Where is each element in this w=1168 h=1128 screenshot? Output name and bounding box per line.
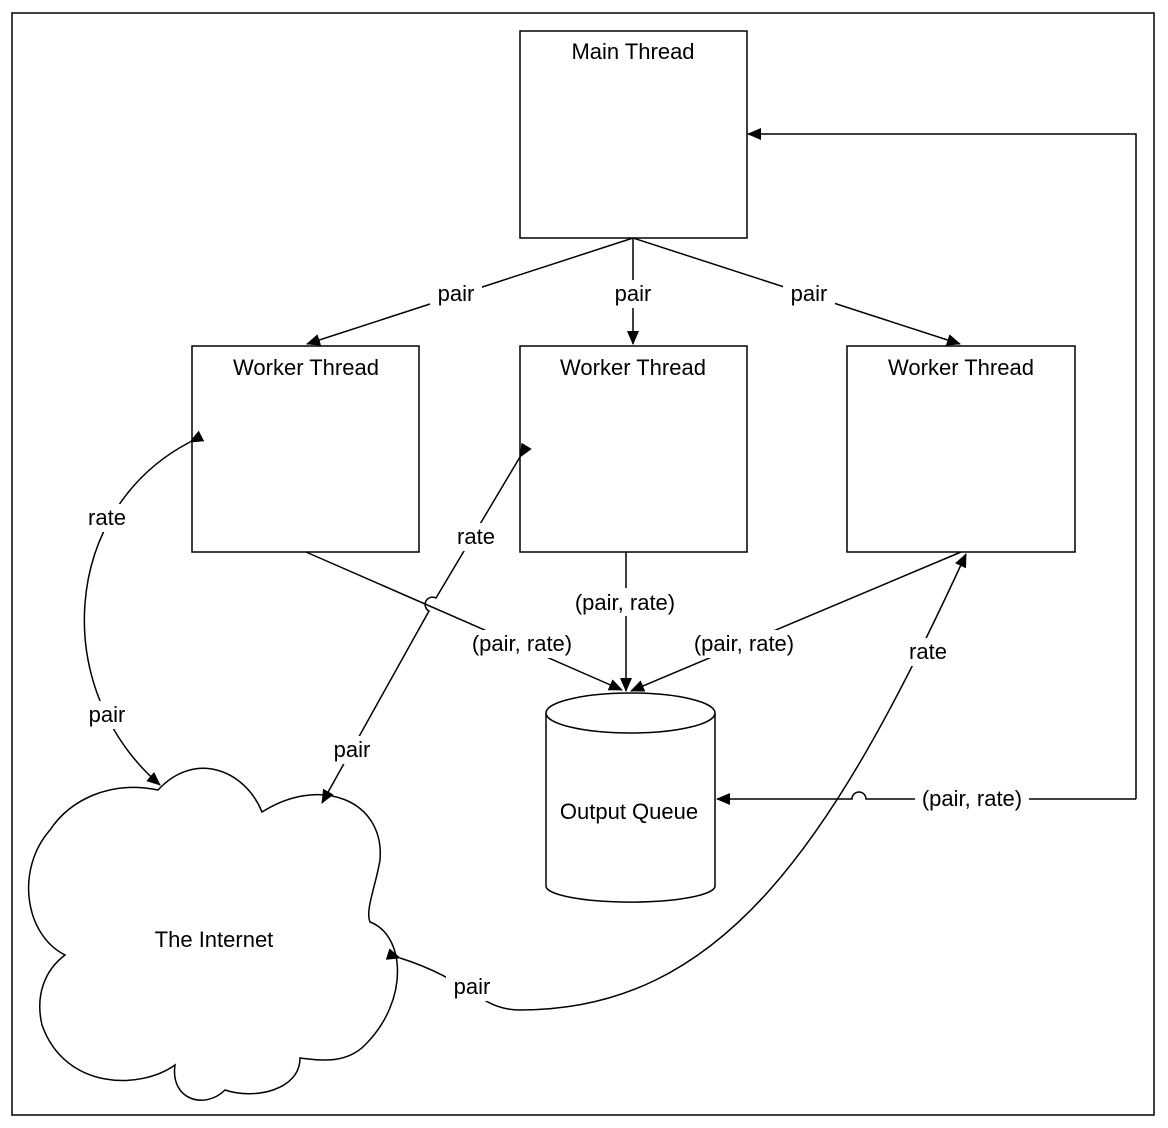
edge-main-to-worker-center: pair xyxy=(607,238,659,345)
main-thread-box: Main Thread xyxy=(519,30,748,239)
edge-worker-right-to-queue-label: (pair, rate) xyxy=(694,631,794,656)
edge-internet-to-worker-right-label: rate xyxy=(909,639,947,664)
main-thread-label: Main Thread xyxy=(571,39,694,64)
edge-worker-right-to-queue: (pair, rate) xyxy=(630,551,962,692)
diagram-frame xyxy=(11,12,1155,1116)
worker-thread-right-label: Worker Thread xyxy=(888,355,1034,380)
edge-worker-left-to-queue: (pair, rate) xyxy=(305,551,623,691)
internet-label: The Internet xyxy=(155,927,274,952)
edge-main-to-worker-center-label: pair xyxy=(615,281,652,306)
edge-main-to-worker-left: pair xyxy=(306,237,634,346)
edge-internet-to-worker-left-label: rate xyxy=(88,505,126,530)
internet-cloud: The Internet xyxy=(27,767,399,1101)
edge-internet-to-worker-center-label: rate xyxy=(457,524,495,549)
edge-worker-center-to-internet-label: pair xyxy=(334,737,371,762)
edge-worker-right-to-internet-label: pair xyxy=(454,974,491,999)
worker-thread-right-box: Worker Thread xyxy=(846,345,1076,553)
worker-thread-center-box: Worker Thread xyxy=(519,345,748,553)
edge-internet-worker-left: rate pair xyxy=(82,430,205,786)
edge-internet-worker-center: rate pair xyxy=(321,442,532,804)
edge-queue-to-main-label: (pair, rate) xyxy=(922,786,1022,811)
edge-worker-left-to-internet-label: pair xyxy=(89,702,126,727)
edge-worker-center-to-queue: (pair, rate) xyxy=(568,552,682,692)
edge-worker-left-to-queue-label: (pair, rate) xyxy=(472,631,572,656)
edge-main-to-worker-left-label: pair xyxy=(438,281,475,306)
worker-thread-center-label: Worker Thread xyxy=(560,355,706,380)
edge-main-to-worker-right: pair xyxy=(632,237,961,346)
edge-internet-worker-right: rate pair xyxy=(385,553,967,1011)
output-queue-cylinder: Output Queue xyxy=(545,692,716,903)
worker-thread-left-label: Worker Thread xyxy=(233,355,379,380)
edge-worker-center-to-queue-label: (pair, rate) xyxy=(575,590,675,615)
edge-main-to-worker-right-label: pair xyxy=(791,281,828,306)
worker-thread-left-box: Worker Thread xyxy=(191,345,420,553)
output-queue-label: Output Queue xyxy=(560,799,698,824)
